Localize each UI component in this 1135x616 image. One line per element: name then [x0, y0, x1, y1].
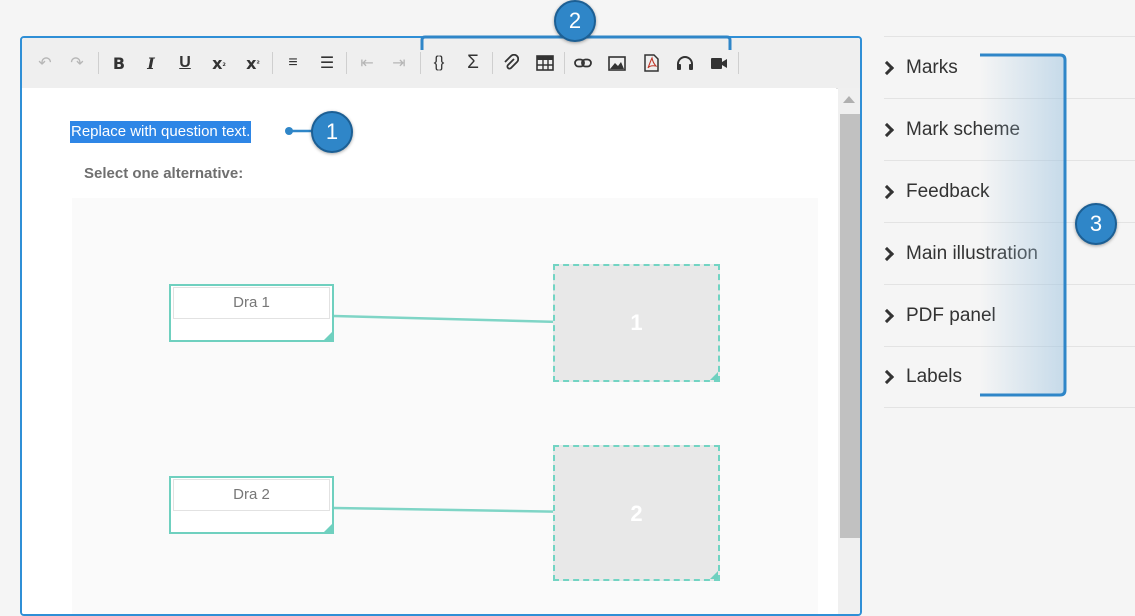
chevron-right-icon — [879, 60, 895, 75]
headphones-icon — [677, 56, 693, 70]
indent-icon[interactable]: ⇥ — [392, 55, 406, 72]
toolbar-separator — [346, 52, 347, 74]
bold-icon[interactable]: B — [112, 53, 126, 73]
drag-item-2[interactable]: Dra 2 — [169, 476, 334, 534]
paperclip-icon — [504, 54, 519, 70]
question-text[interactable]: Replace with question text. — [70, 121, 252, 143]
chevron-right-icon — [879, 308, 895, 323]
callout-1-badge: 1 — [311, 111, 353, 153]
resize-handle[interactable] — [710, 372, 718, 380]
video-icon[interactable] — [706, 51, 732, 75]
scroll-thumb[interactable] — [840, 114, 860, 538]
panel-item-label: Feedback — [906, 180, 990, 202]
drop-zone-number: 2 — [630, 501, 643, 526]
vertical-scrollbar[interactable] — [838, 88, 860, 614]
editor-content: Replace with question text. Select one a… — [22, 88, 836, 614]
toolbar-separator — [564, 52, 565, 74]
outdent-icon[interactable]: ⇤ — [360, 55, 374, 72]
drag-item-label: Dra 2 — [173, 479, 330, 511]
subscript-glyph: x — [212, 53, 223, 73]
panel-item-label: Marks — [906, 56, 958, 78]
toolbar-separator — [492, 52, 493, 74]
audio-icon[interactable] — [672, 51, 698, 75]
chain-link-icon — [574, 58, 592, 68]
panel-item-label: Mark scheme — [906, 118, 1021, 140]
resize-handle[interactable] — [324, 524, 332, 532]
panel-item-pdf-panel[interactable]: PDF panel — [879, 284, 1135, 346]
attachment-icon[interactable] — [498, 51, 524, 75]
drop-zone-2[interactable]: 2 — [553, 445, 720, 581]
drop-zone-1[interactable]: 1 — [553, 264, 720, 382]
panel-item-marks[interactable]: Marks — [879, 36, 1135, 98]
panel-item-label: Main illustration — [906, 242, 1038, 264]
chevron-right-icon — [879, 122, 895, 137]
drag-item-1[interactable]: Dra 1 — [169, 284, 334, 342]
panel-item-label: PDF panel — [906, 304, 996, 326]
toolbar-separator — [98, 52, 99, 74]
italic-icon[interactable]: I — [147, 53, 155, 73]
numbered-list-icon[interactable]: ≡ — [288, 54, 298, 71]
subscript-marker: ₂ — [222, 58, 226, 68]
superscript-marker: ² — [256, 58, 260, 68]
toolbar-separator — [420, 52, 421, 74]
image-icon[interactable] — [604, 51, 630, 75]
panel-item-labels[interactable]: Labels — [879, 346, 1135, 408]
picture-icon — [608, 55, 626, 71]
undo-icon[interactable]: ↶ — [38, 55, 52, 72]
bulleted-list-icon[interactable]: ☰ — [319, 55, 335, 72]
callout-2-badge: 2 — [554, 0, 596, 42]
callout-3-badge: 3 — [1075, 203, 1117, 245]
chevron-right-icon — [879, 369, 895, 385]
redo-icon[interactable]: ↷ — [70, 55, 84, 72]
panel-item-label: Labels — [906, 366, 962, 387]
video-camera-icon — [711, 57, 727, 69]
code-braces-icon[interactable]: {} — [433, 54, 445, 71]
sigma-icon[interactable]: Σ — [467, 52, 479, 73]
pdf-file-icon — [643, 54, 659, 72]
panel-item-mark-scheme[interactable]: Mark scheme — [879, 98, 1135, 160]
toolbar-separator — [738, 52, 739, 74]
scroll-up-arrow-icon[interactable] — [843, 96, 855, 103]
drag-item-label: Dra 1 — [173, 287, 330, 319]
underline-icon[interactable]: U — [179, 54, 191, 71]
pdf-icon[interactable] — [638, 51, 664, 75]
resize-handle[interactable] — [324, 332, 332, 340]
drop-zone-number: 1 — [630, 310, 643, 335]
resize-handle[interactable] — [710, 571, 718, 579]
chevron-right-icon — [879, 184, 895, 199]
drag-drop-canvas: Dra 1 Dra 2 1 2 — [72, 198, 818, 614]
toolbar-separator — [272, 52, 273, 74]
link-icon[interactable] — [570, 51, 596, 75]
instruction-label: Select one alternative: — [84, 165, 244, 182]
superscript-glyph: x — [246, 53, 257, 73]
table-icon[interactable] — [532, 51, 558, 75]
chevron-right-icon — [879, 246, 895, 261]
table-grid-icon — [536, 55, 554, 71]
